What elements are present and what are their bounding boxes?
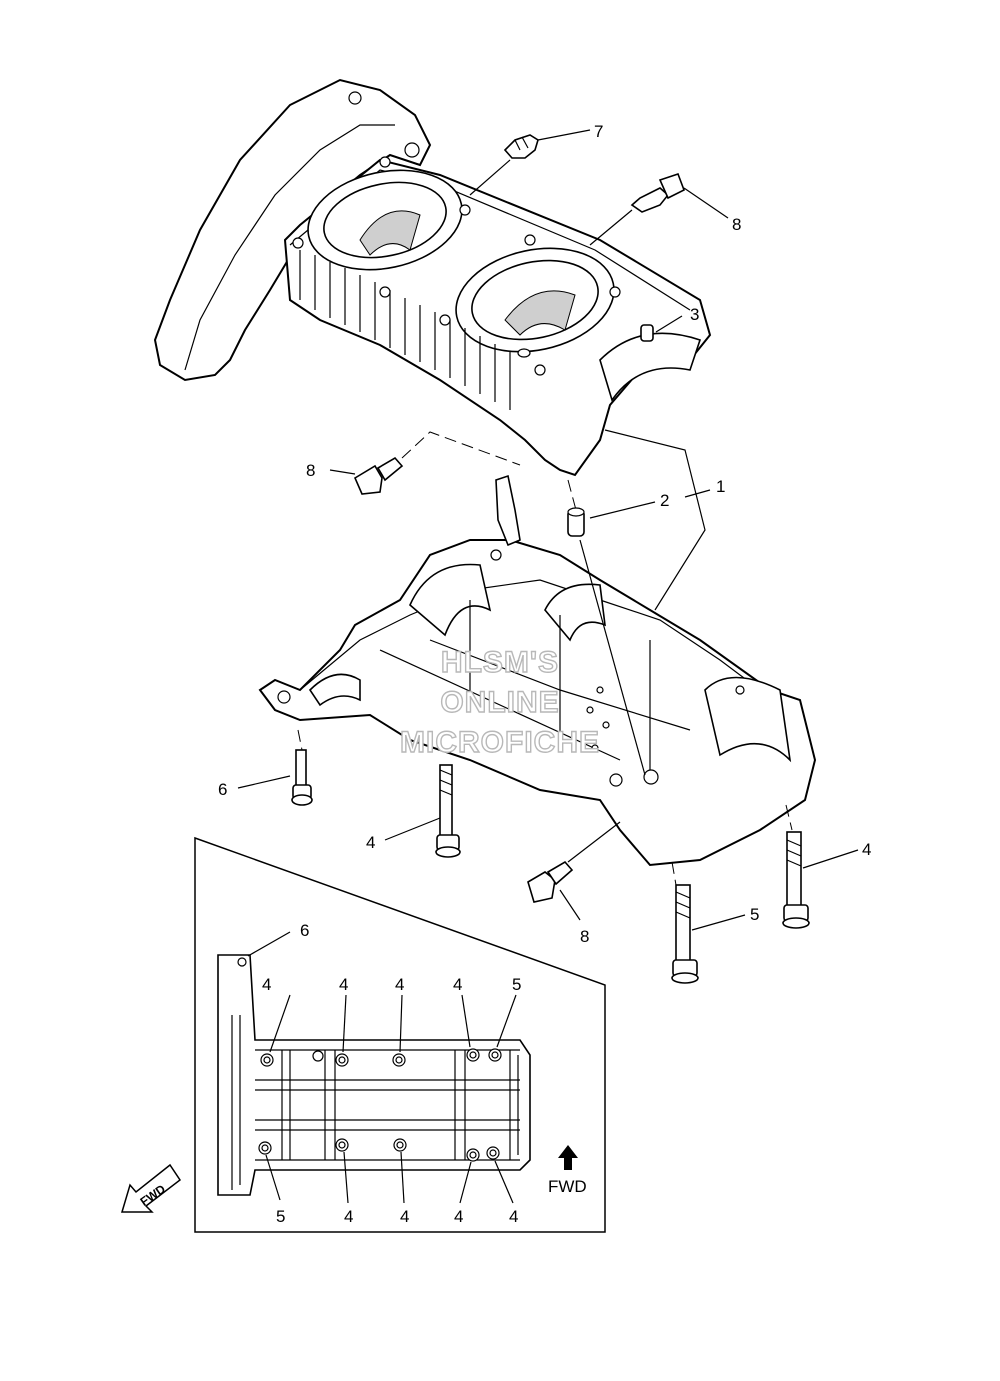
bolt-part-8-left [329, 431, 521, 495]
inset-label-top-4: 4 [395, 975, 404, 994]
bolt-part-6 [237, 749, 313, 806]
inset-fwd-label: FWD [548, 1177, 587, 1196]
dowel-part-3 [640, 315, 683, 342]
watermark-line-2: ONLINE [440, 686, 559, 719]
inset-label-bottom-4: 4 [454, 1207, 463, 1226]
bolt-part-4-right [782, 831, 859, 929]
callout-2: 2 [660, 491, 669, 510]
inset-label-top-6: 5 [512, 975, 521, 994]
callout-8-upper: 8 [732, 215, 741, 234]
callout-5: 5 [750, 905, 759, 924]
callout-3: 3 [690, 305, 699, 324]
dowel-part-2 [567, 501, 656, 537]
inset-label-bottom-3: 4 [400, 1207, 409, 1226]
assembly-lines [297, 429, 793, 886]
callout-4-left: 4 [366, 833, 375, 852]
callout-8-lower: 8 [580, 927, 589, 946]
upper-crankcase [153, 78, 712, 477]
callout-6: 6 [218, 780, 227, 799]
leader-part-1 [684, 489, 711, 498]
lower-crankcase [258, 474, 817, 867]
bolt-part-8-lower [527, 821, 621, 921]
plug-part-7 [469, 129, 591, 196]
inset-label-top-3: 4 [339, 975, 348, 994]
inset-label-top-2: 4 [262, 975, 271, 994]
inset-fwd-arrow-icon [558, 1145, 578, 1170]
callout-1: 1 [716, 477, 725, 496]
bolt-part-5 [671, 884, 746, 984]
watermark-line-3: MICROFICHE [400, 726, 600, 759]
watermark-line-1: HLSM'S [441, 646, 559, 679]
inset-label-bottom-2: 4 [344, 1207, 353, 1226]
callout-4-right: 4 [862, 840, 871, 859]
callout-8-left: 8 [306, 461, 315, 480]
bolt-part-4-left [384, 764, 461, 858]
inset-label-bottom-5: 4 [509, 1207, 518, 1226]
bolt-pattern-inset: 6 4 4 4 4 5 5 4 4 4 4 FWD [194, 836, 606, 1233]
watermark: HLSM'S ONLINE MICROFICHE [399, 645, 600, 759]
fwd-direction-arrow: FWD [120, 1163, 182, 1213]
inset-label-top-5: 4 [453, 975, 462, 994]
inset-label-bottom-1: 5 [276, 1207, 285, 1226]
bolt-part-8-upper [589, 172, 729, 246]
inset-label-top-1: 6 [300, 921, 309, 940]
callout-7: 7 [594, 122, 603, 141]
